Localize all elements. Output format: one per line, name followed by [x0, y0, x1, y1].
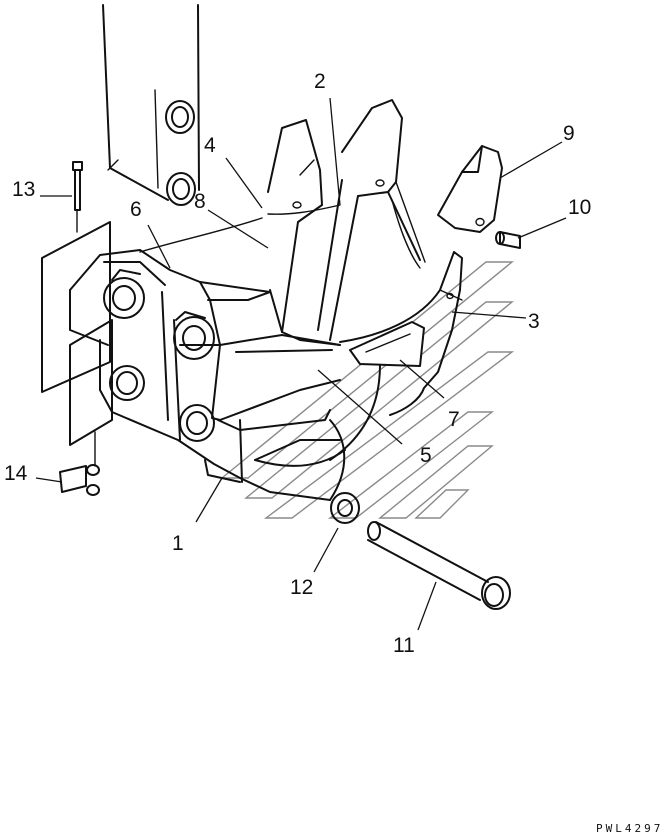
watermark	[220, 261, 515, 519]
shim-plates	[41, 221, 113, 446]
callout-2: 2	[314, 70, 326, 93]
drawing-code: PWL4297	[596, 822, 663, 835]
side-plate	[339, 251, 463, 416]
callout-11: 11	[393, 634, 415, 657]
callout-3: 3	[528, 310, 540, 333]
nuts	[59, 464, 100, 496]
callout-14: 14	[4, 462, 28, 485]
ripper-bracket	[69, 249, 381, 501]
callout-7: 7	[448, 408, 460, 431]
callout-4: 4	[204, 134, 216, 157]
callout-10: 10	[568, 196, 591, 219]
callout-8: 8	[194, 190, 206, 213]
bolt	[72, 161, 96, 467]
long-pin	[367, 521, 511, 610]
callout-6: 6	[130, 198, 142, 221]
tooth-point	[437, 145, 503, 233]
callout-9: 9	[563, 122, 575, 145]
hose-lines	[139, 199, 421, 269]
arm	[102, 4, 200, 206]
ripper-shank	[267, 99, 426, 346]
washer	[330, 492, 360, 524]
callout-labels: 1 2 3 4 5 6 7 8 9 10 11 12 13 14	[4, 70, 591, 657]
callout-13: 13	[12, 178, 35, 201]
leader-lines	[35, 97, 567, 631]
tooth-pin	[495, 231, 521, 249]
callout-1: 1	[172, 532, 184, 555]
callout-12: 12	[290, 576, 313, 599]
callout-5: 5	[420, 444, 432, 467]
